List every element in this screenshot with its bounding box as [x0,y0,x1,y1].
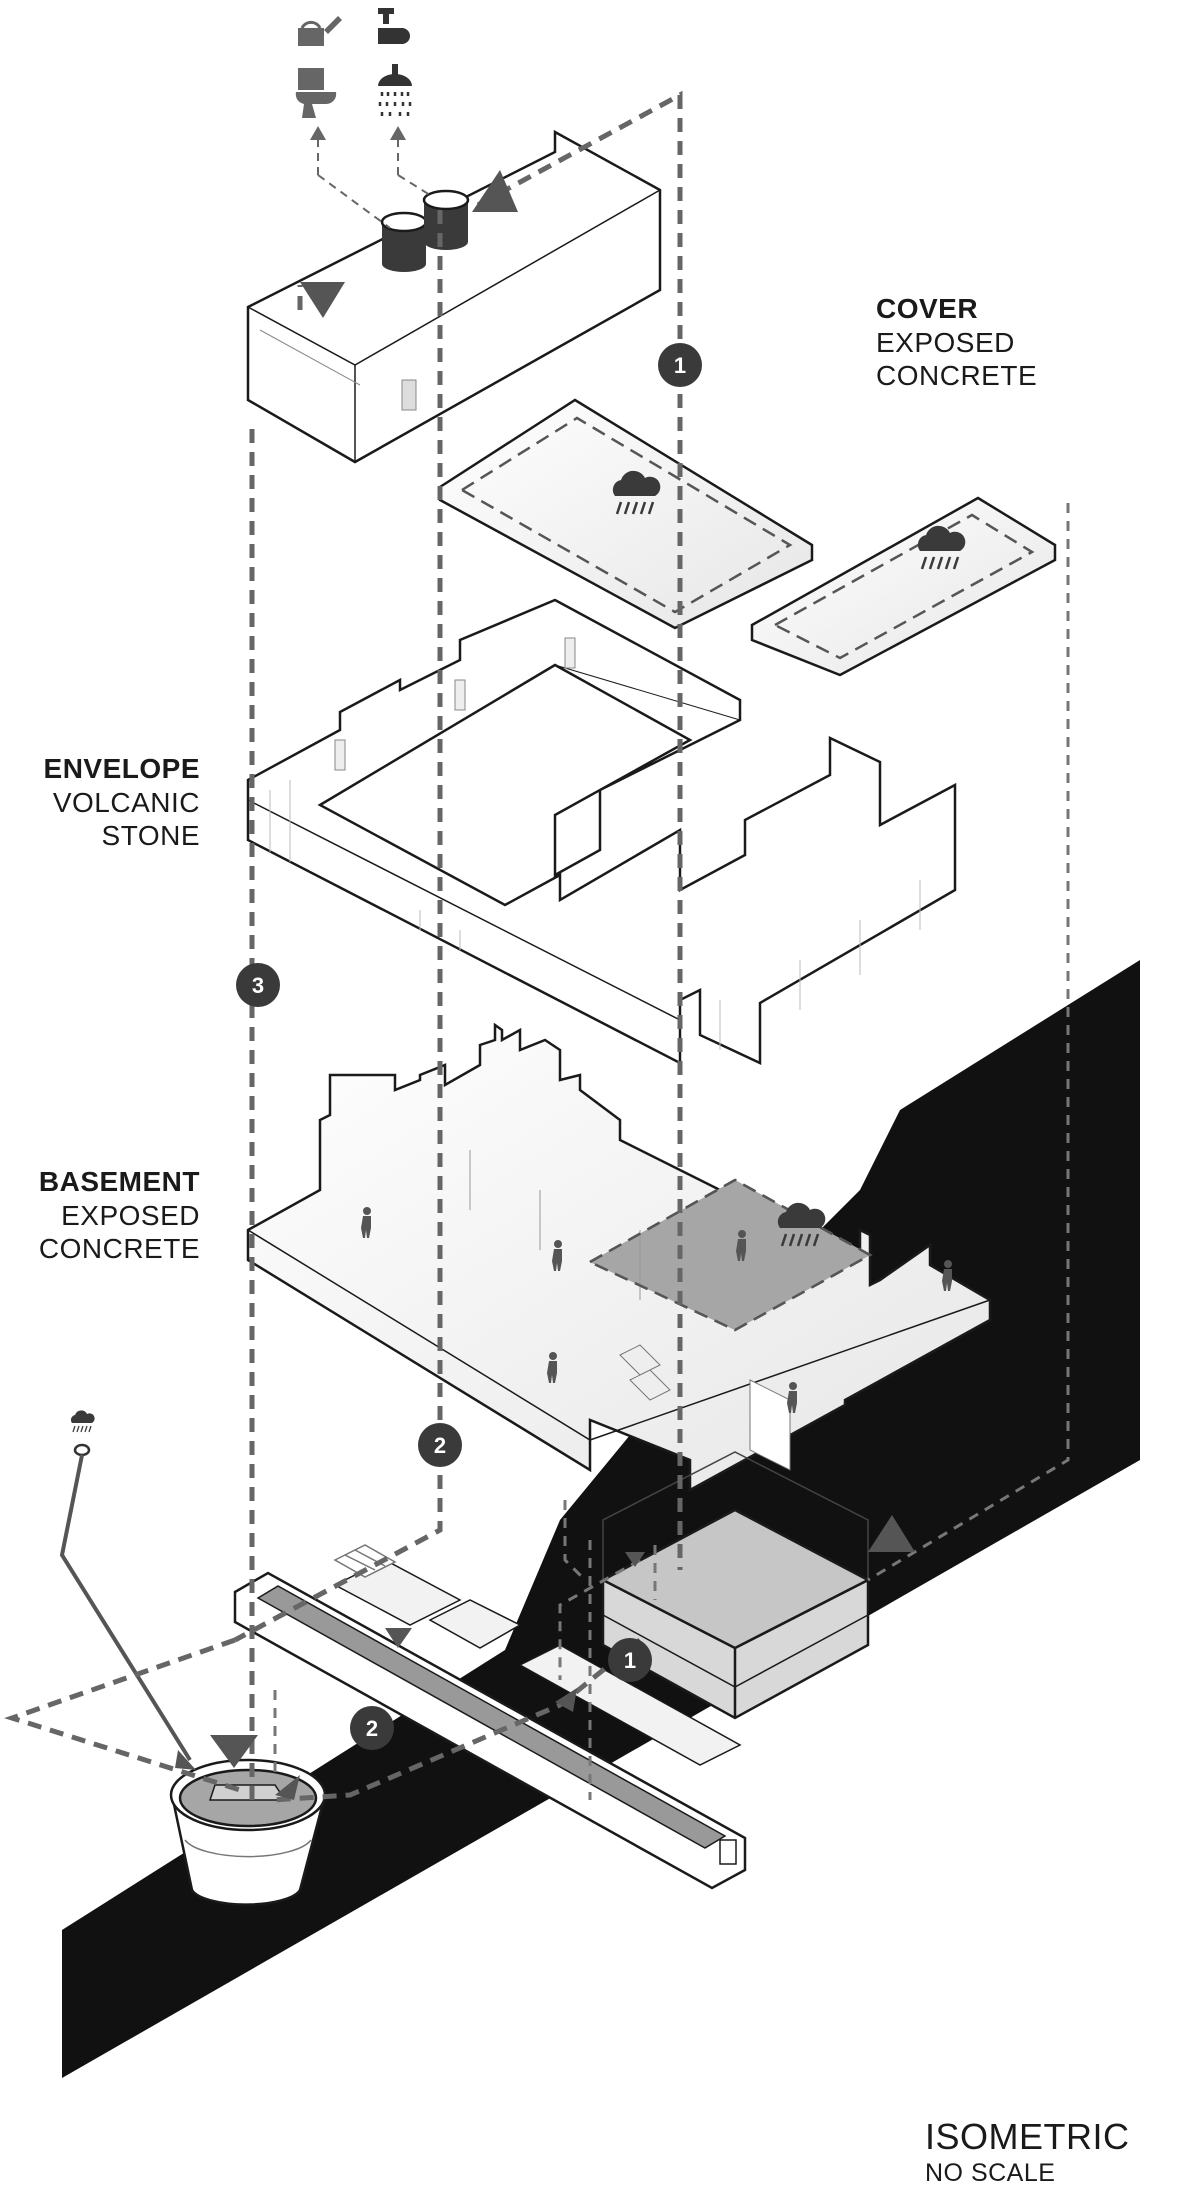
water-tank-icon [380,189,470,272]
bowl-reservoir [169,1758,327,1906]
footer-subtitle: NO SCALE [925,2159,1056,2188]
watering-can-icon [298,16,342,46]
badge-flow-1-tank: 1 [608,1638,652,1682]
svg-text:3: 3 [252,973,264,998]
stone-texture [269,780,921,1050]
label-basement-line2: CONCRETE [38,1233,200,1265]
badge-flow-2-ground: 2 [350,1706,394,1750]
label-cover-title: COVER [876,293,979,324]
label-basement-title: BASEMENT [38,1166,200,1197]
svg-text:2: 2 [366,1716,378,1741]
label-basement: BASEMENT EXPOSED CONCRETE [10,1165,200,1266]
svg-text:1: 1 [674,353,686,378]
badge-flow-2-basement: 2 [418,1423,462,1467]
badge-flow-3: 3 [236,963,280,1007]
envelope-walls [246,598,957,1066]
label-envelope-title: ENVELOPE [43,753,200,784]
label-cover: COVER EXPOSED CONCRETE [876,292,1037,393]
label-basement-line1: EXPOSED [61,1199,200,1231]
label-envelope-line1: VOLCANIC [52,786,200,818]
roof-slab-secondary [750,496,1057,677]
badge-flow-1-top: 1 [658,343,702,387]
flow-arrows [210,170,915,1800]
label-footer: ISOMETRIC NO SCALE [925,2115,1130,2188]
water-channel [233,1559,747,1890]
footer-title: ISOMETRIC [925,2116,1130,2157]
cistern [600,1451,871,1720]
hand-wash-icon [378,8,410,44]
rain-pole [59,1409,196,1770]
label-cover-line2: CONCRETE [876,360,1038,392]
svg-text:2: 2 [434,1433,446,1458]
svg-text:1: 1 [624,1648,636,1673]
flow-lines-thin [273,503,1070,1800]
label-envelope-line2: STONE [101,820,200,852]
flow-lines [4,90,683,1803]
label-cover-line1: EXPOSED [876,326,1015,358]
cover-module [246,129,662,464]
shower-icon [378,64,412,116]
roof-slab-main [438,398,814,630]
toilet-icon [295,68,337,118]
label-envelope: ENVELOPE VOLCANIC STONE [20,752,200,853]
